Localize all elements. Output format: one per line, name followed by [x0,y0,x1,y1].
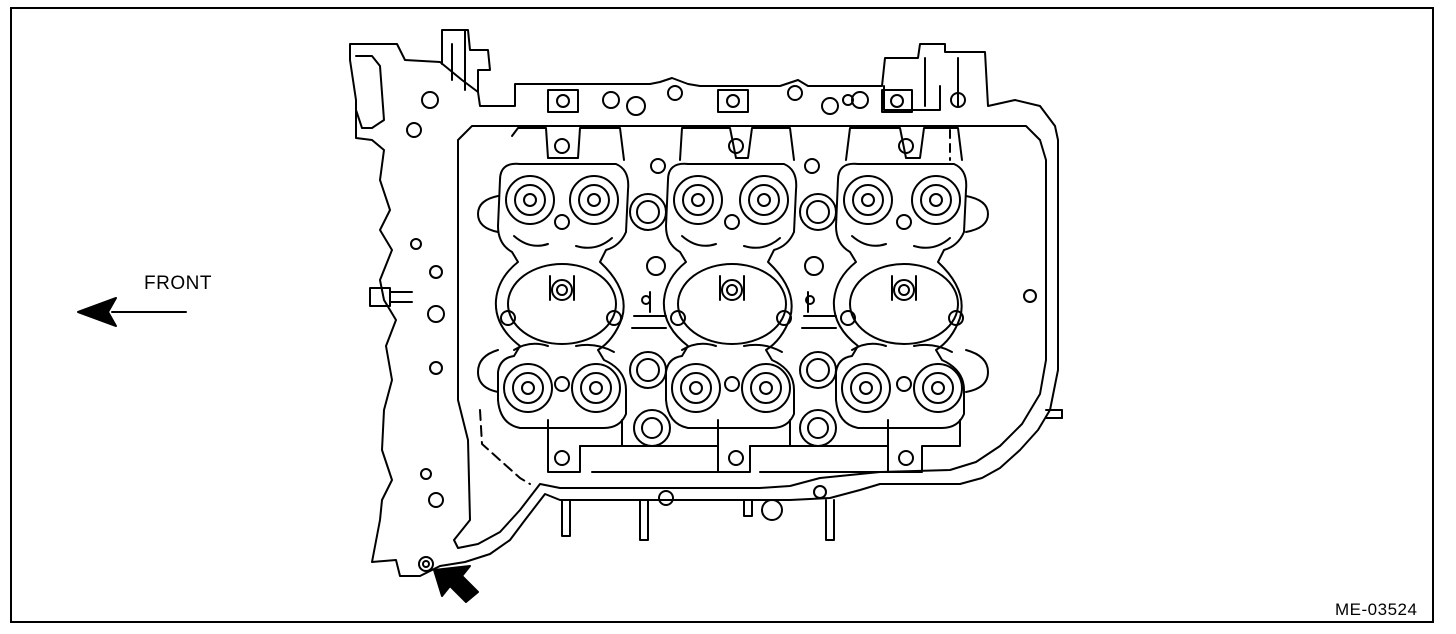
gasket-outline [453,125,1047,549]
chamber-1 [494,162,630,429]
head-outline [349,43,1059,577]
diagram-frame [10,7,1434,623]
pointer-arrow-icon [433,565,479,603]
arrow-left-icon [77,297,187,327]
front-label: FRONT [144,273,212,294]
chamber-3 [832,162,968,429]
figure-code: ME-03524 [1335,600,1418,619]
chamber-2 [662,162,798,429]
